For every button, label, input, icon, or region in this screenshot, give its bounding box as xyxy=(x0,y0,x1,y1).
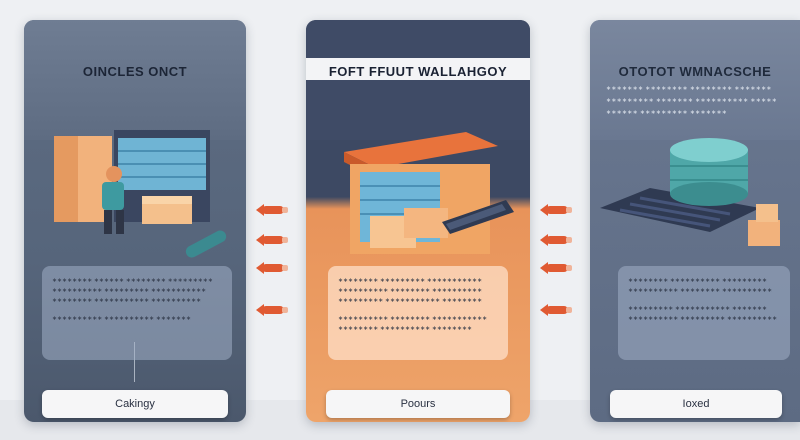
card-header xyxy=(24,20,246,140)
subtitle-line: ∗∗∗∗∗∗ ∗∗∗∗∗∗∗∗∗ ∗∗∗∗∗∗∗ xyxy=(606,110,728,116)
info-panel: ∗∗∗∗∗∗∗∗ ∗∗∗∗∗∗∗∗∗∗ ∗∗∗∗∗∗∗∗∗ ∗∗∗∗∗∗∗∗∗∗… xyxy=(618,266,790,360)
card-title: OINCLES ONCT xyxy=(82,64,188,79)
card-action-button[interactable]: Poours xyxy=(326,390,510,418)
info-line: ∗∗∗∗∗∗∗∗ ∗∗∗∗∗∗∗∗∗∗ ∗∗∗∗∗∗∗∗ xyxy=(338,326,473,332)
info-line: ∗∗∗∗∗∗∗∗∗∗ ∗∗∗∗∗∗∗∗∗∗ ∗∗∗∗∗∗∗ xyxy=(52,316,192,322)
flow-arrow-icon xyxy=(540,204,572,216)
storage-tank-icon xyxy=(600,138,780,246)
info-line: ∗∗∗∗∗∗∗∗∗ ∗∗∗∗∗∗∗∗∗∗∗ ∗∗∗∗∗∗∗ xyxy=(628,306,768,312)
card-storage: OTOTOT WMNACSCHE ∗∗∗∗∗∗∗ ∗∗∗∗∗∗∗∗ ∗∗∗∗∗∗… xyxy=(590,20,800,422)
info-panel: ∗∗∗∗∗∗∗∗ ∗∗∗∗∗∗ ∗∗∗∗∗∗∗∗ ∗∗∗∗∗∗∗∗∗ ∗∗∗∗∗… xyxy=(42,266,232,360)
info-line: ∗∗∗∗∗∗∗∗ ∗∗∗∗∗∗∗∗∗∗ ∗∗∗∗∗∗∗∗∗ xyxy=(628,278,768,284)
flow-arrow-icon xyxy=(256,204,288,216)
info-panel: ∗∗∗∗∗∗∗∗ ∗∗∗∗∗∗∗∗∗ ∗∗∗∗∗∗∗∗∗∗∗ ∗∗∗∗∗∗∗∗∗… xyxy=(328,266,508,360)
title-highlight xyxy=(306,58,530,80)
warehouse-building-icon xyxy=(344,132,514,254)
card-header xyxy=(590,20,800,140)
flow-arrow-icon xyxy=(540,304,572,316)
card-title: OTOTOT WMNACSCHE xyxy=(618,64,772,79)
card-action-button[interactable]: Cakingy xyxy=(42,390,228,418)
info-line: ∗∗∗∗∗∗∗∗∗∗ ∗∗∗∗∗∗∗∗ ∗∗∗∗∗∗∗∗∗∗ xyxy=(338,288,483,294)
connector-line xyxy=(134,342,135,382)
info-line: ∗∗∗∗∗∗∗∗∗∗ ∗∗∗∗∗∗∗∗ ∗∗∗∗∗∗∗∗∗∗∗ xyxy=(338,316,488,322)
flow-arrow-icon xyxy=(256,234,288,246)
card-outbound: OINCLES ONCT ∗∗∗∗∗∗∗∗ ∗∗∗∗∗∗ ∗∗∗∗∗∗∗∗ ∗∗… xyxy=(24,20,246,422)
card-action-button[interactable]: Ioxed xyxy=(610,390,782,418)
subtitle-line: ∗∗∗∗∗∗∗∗∗ ∗∗∗∗∗∗∗ ∗∗∗∗∗∗∗∗∗∗ ∗∗∗∗∗ xyxy=(606,98,778,104)
card-title: FOFT FFUUT WALLAHGOY xyxy=(328,64,508,79)
info-line: ∗∗∗∗∗∗∗∗ ∗∗∗∗∗∗ ∗∗∗∗∗∗∗∗ ∗∗∗∗∗∗∗∗∗ xyxy=(52,278,213,284)
info-line: ∗∗∗∗∗∗∗∗∗ ∗∗∗∗∗∗∗∗∗∗∗ ∗∗∗∗∗∗∗∗ xyxy=(338,298,483,304)
card-header xyxy=(306,20,530,140)
warehouse-worker-boxes-icon xyxy=(54,130,227,258)
subtitle-line: ∗∗∗∗∗∗∗ ∗∗∗∗∗∗∗∗ ∗∗∗∗∗∗∗∗ ∗∗∗∗∗∗∗ xyxy=(606,86,772,92)
flow-arrow-icon xyxy=(540,234,572,246)
info-line: ∗∗∗∗∗∗∗∗∗∗ ∗∗∗∗∗∗∗∗∗ ∗∗∗∗∗∗∗∗∗∗ xyxy=(628,316,778,322)
card-fulfillment: FOFT FFUUT WALLAHGOY ∗∗∗∗∗∗∗∗ ∗∗∗∗∗∗∗∗∗ … xyxy=(306,20,530,422)
info-line: ∗∗∗∗∗∗∗∗∗∗ ∗∗∗∗∗∗∗∗ ∗∗∗∗∗∗∗∗∗∗ xyxy=(628,288,773,294)
flow-arrow-icon xyxy=(256,262,288,274)
info-line: ∗∗∗∗∗∗∗∗ ∗∗∗∗∗∗∗∗∗ ∗∗∗∗∗∗∗∗∗∗∗ xyxy=(338,278,483,284)
flow-arrow-icon xyxy=(540,262,572,274)
info-line: ∗∗∗∗∗∗∗∗ ∗∗∗∗∗∗∗∗∗∗∗ ∗∗∗∗∗∗∗∗∗∗ xyxy=(52,298,202,304)
flow-arrow-icon xyxy=(256,304,288,316)
info-line: ∗∗∗∗∗∗∗∗∗∗ ∗∗∗∗∗∗∗∗∗ ∗∗∗∗∗∗∗∗∗∗∗ xyxy=(52,288,207,294)
